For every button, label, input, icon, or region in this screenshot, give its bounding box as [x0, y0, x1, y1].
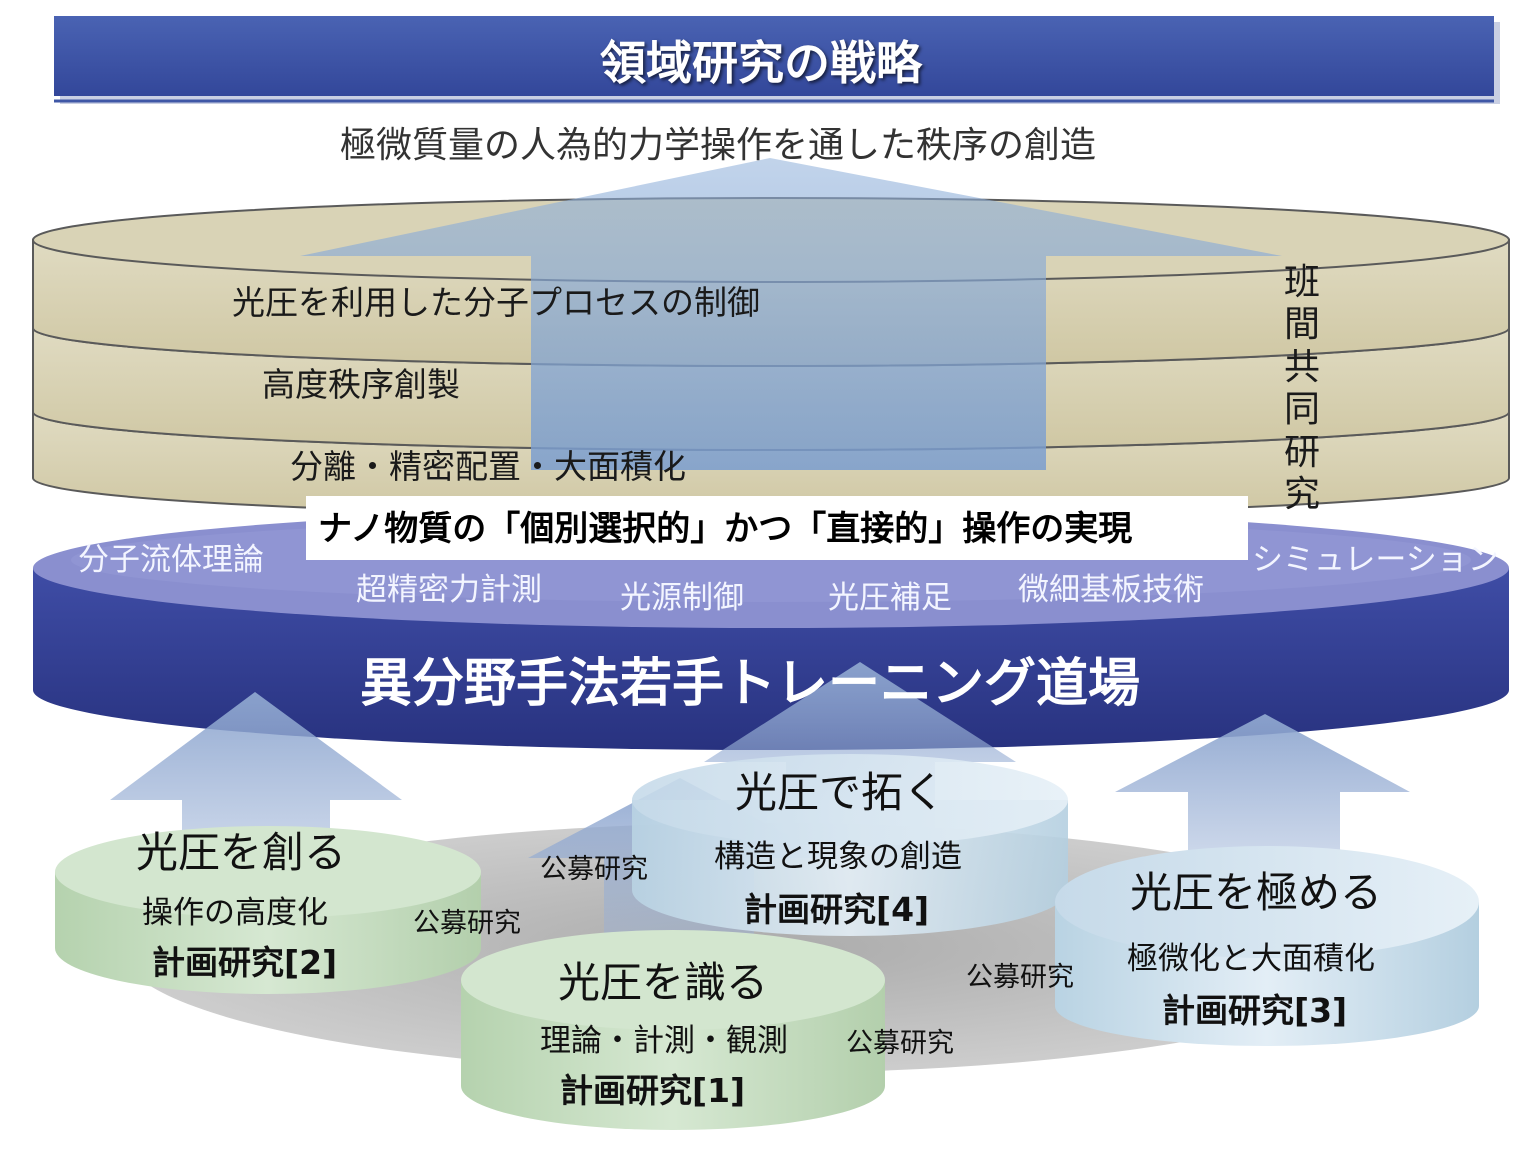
- cylinder-project-3: [1055, 846, 1479, 1046]
- public-research-label: 公募研究: [413, 908, 521, 939]
- goal-banner-text: ナノ物質の「個別選択的」かつ「直接的」操作の実現: [318, 509, 1133, 549]
- technique-2: 超精密力計測: [356, 572, 542, 608]
- project-2-sub: 操作の高度化: [142, 895, 328, 931]
- project-1-sub: 理論・計測・観測: [540, 1023, 788, 1059]
- technique-5: 微細基板技術: [1018, 572, 1204, 608]
- cross-group-label: 班間共同研究: [1283, 262, 1320, 516]
- dojo-title: 異分野手法若手トレーニング道場: [360, 654, 1141, 714]
- main-upward-arrow: [300, 158, 1282, 470]
- project-1-name: 光圧を識る: [558, 958, 769, 1007]
- cylinder-project-1: [461, 930, 885, 1130]
- cylinder-project-2: [55, 826, 481, 994]
- project-3-name: 光圧を極める: [1130, 868, 1383, 917]
- layer-label-2: 高度秩序創製: [262, 365, 460, 404]
- goal-statement: 極微質量の人為的力学操作を通した秩序の創造: [340, 125, 1097, 166]
- project-2-name: 光圧を創る: [136, 828, 347, 877]
- project-3-label: 計画研究[3]: [1162, 991, 1348, 1030]
- layer-label-1: 光圧を利用した分子プロセスの制御: [232, 283, 760, 322]
- cylinder-project-4: [632, 754, 1068, 936]
- page-title: 領域研究の戦略: [600, 36, 922, 90]
- project-2-label: 計画研究[2]: [152, 943, 338, 982]
- project-4-sub: 構造と現象の創造: [714, 839, 962, 875]
- project-3-sub: 極微化と大面積化: [1127, 941, 1375, 977]
- public-research-label: 公募研究: [540, 854, 648, 885]
- technique-4: 光圧補足: [828, 580, 952, 616]
- technique-6: シミュレーション: [1252, 542, 1499, 578]
- technique-3: 光源制御: [620, 580, 744, 616]
- project-4-name: 光圧で拓く: [735, 768, 946, 817]
- title-bar: [54, 16, 1494, 96]
- project-4-label: 計画研究[4]: [744, 890, 930, 929]
- public-research-label: 公募研究: [846, 1028, 954, 1059]
- layer-label-3: 分離・精密配置・大面積化: [290, 447, 686, 486]
- project-1-label: 計画研究[1]: [560, 1071, 746, 1110]
- goal-banner-box: [306, 496, 1248, 560]
- technique-1: 分子流体理論: [78, 542, 264, 578]
- public-research-label: 公募研究: [966, 962, 1074, 993]
